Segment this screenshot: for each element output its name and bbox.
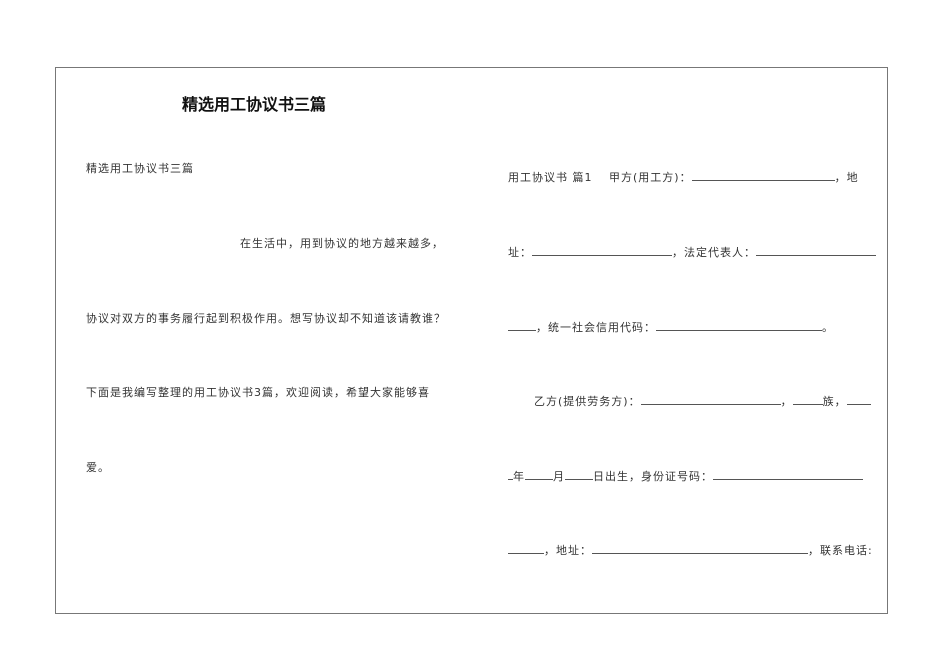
b-address-blank — [592, 543, 808, 554]
page-frame — [55, 67, 888, 614]
id-number-blank — [713, 469, 863, 480]
legal-rep-blank — [756, 245, 876, 256]
party-a-line: 用工协议书 篇1 甲方(用工方)： ，地 — [508, 169, 859, 185]
left-paragraph-2: 协议对双方的事务履行起到积极作用。想写协议却不知道该请教谁？ — [86, 312, 446, 325]
legal-rep-label: ，法定代表人： — [672, 246, 756, 259]
address-label-start: ，地 — [834, 171, 859, 184]
left-paragraph-1: 在生活中，用到协议的地方越来越多， — [240, 237, 444, 250]
party-b-blank — [640, 394, 781, 405]
party-b-label: 乙方(提供劳务方)： — [534, 395, 641, 408]
year-label: 年 — [513, 470, 525, 483]
b-address-phone-line: ，地址： ，联系电话: — [508, 542, 873, 558]
party-a-blank — [691, 170, 835, 181]
ethnicity-blank — [792, 394, 823, 405]
birth-id-line: 年 月 日出生，身份证号码： — [508, 468, 863, 484]
period: 。 — [822, 321, 834, 334]
document-title: 精选用工协议书三篇 — [182, 95, 327, 114]
credit-code-label: ，统一社会信用代码： — [536, 321, 656, 334]
id-number-blank-cont — [508, 543, 544, 554]
left-subtitle: 精选用工协议书三篇 — [86, 162, 194, 175]
month-blank — [525, 469, 553, 480]
address-blank — [532, 245, 672, 256]
left-paragraph-4: 爱。 — [86, 461, 110, 474]
address-label-end: 址： — [508, 246, 532, 259]
address-line: 址： ，法定代表人： — [508, 244, 876, 260]
year-blank — [846, 394, 871, 405]
b-address-label: ，地址： — [544, 544, 592, 557]
day-blank — [565, 469, 593, 480]
phone-label: ，联系电话: — [808, 544, 873, 557]
month-label: 月 — [553, 470, 565, 483]
year-blank-cont — [508, 469, 513, 480]
id-number-label: 日出生，身份证号码： — [593, 470, 713, 483]
credit-code-line: ，统一社会信用代码： 。 — [508, 319, 834, 335]
credit-code-blank — [656, 320, 822, 331]
ethnicity-label: 族， — [822, 395, 847, 408]
party-a-label: 用工协议书 篇1 甲方(用工方)： — [508, 171, 692, 184]
left-paragraph-3: 下面是我编写整理的用工协议书3篇，欢迎阅读，希望大家能够喜 — [86, 386, 430, 399]
comma: ， — [780, 395, 793, 408]
legal-rep-blank-cont — [508, 320, 536, 331]
party-b-line: 乙方(提供劳务方)： ， 族， — [534, 393, 871, 409]
